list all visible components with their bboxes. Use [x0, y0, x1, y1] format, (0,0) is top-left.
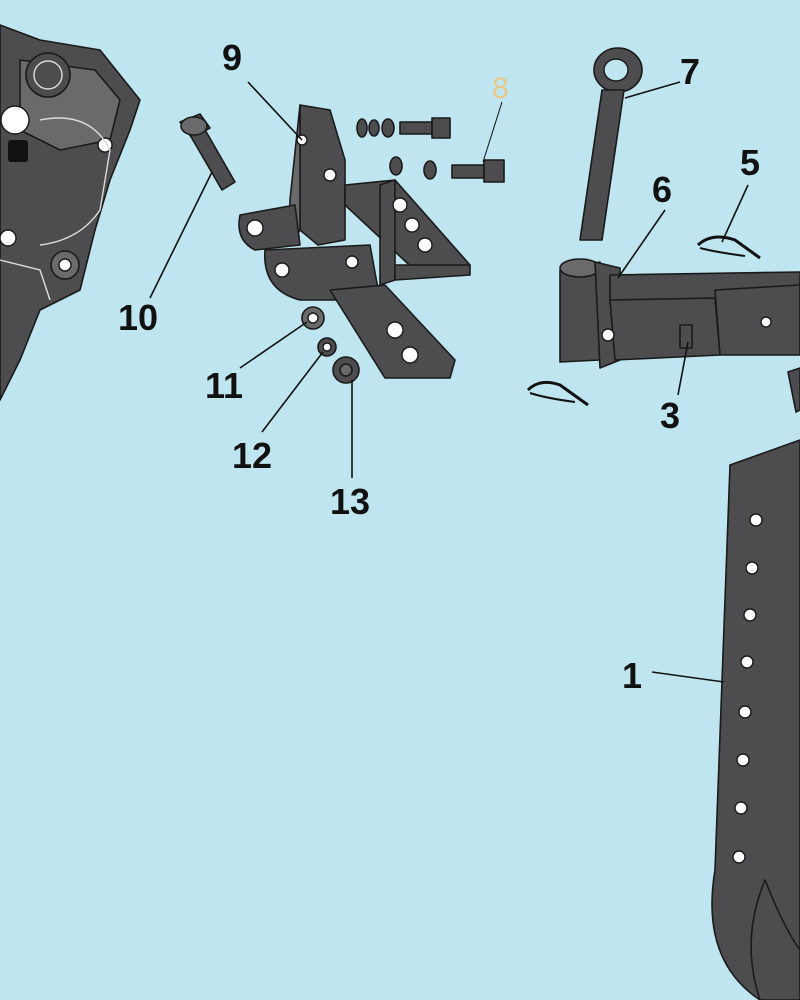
shank-part-1 [711, 439, 800, 1000]
small-hardware-part-8 [356, 117, 505, 183]
small-pin-right [787, 367, 800, 413]
callout-9: 9 [222, 37, 243, 78]
bracket-part-9 [238, 104, 471, 379]
callout-13: 13 [330, 481, 371, 522]
eye-pin-part-7 [579, 47, 643, 241]
callout-12: 12 [232, 435, 273, 476]
callout-3: 3 [660, 395, 681, 436]
gearbox-housing [0, 24, 141, 401]
callout-5: 5 [740, 142, 761, 183]
callout-11: 11 [205, 365, 244, 406]
callout-8: 8 [492, 72, 509, 105]
hairpin-clip-part-5 [696, 235, 761, 260]
hairpin-clip-lower [526, 380, 589, 407]
callout-7: 7 [680, 51, 701, 92]
washers-nut [301, 306, 360, 384]
leader-lines [149, 81, 749, 683]
callout-1: 1 [622, 655, 643, 696]
callout-6: 6 [652, 169, 673, 210]
hitch-part-6 [559, 258, 800, 369]
callout-10: 10 [118, 297, 159, 338]
bolt-part-10 [179, 113, 236, 191]
